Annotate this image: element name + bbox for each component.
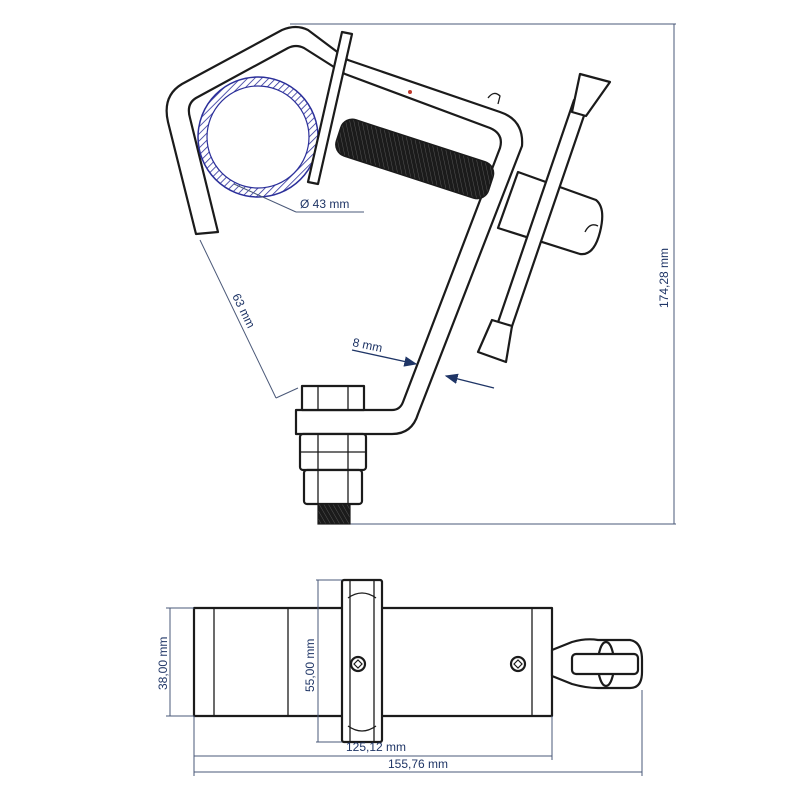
- diameter-label: Ø 43 mm: [300, 197, 349, 211]
- pin-tip-bottom: [476, 318, 514, 364]
- bolt-thread-end: [317, 503, 351, 525]
- total-length-label: 155,76 mm: [388, 757, 448, 771]
- pipe-section: [197, 76, 319, 198]
- body-length-label: 125,12 mm: [346, 740, 406, 754]
- width-label: 38,00 mm: [156, 637, 170, 690]
- wall-arrow-right: [444, 373, 495, 389]
- top-view: 38,00 mm 55,00 mm 125,12 mm 155,76 mm: [156, 578, 644, 776]
- screw-head-left: [349, 655, 367, 673]
- hook-span-line: [199, 239, 277, 399]
- plate-label: 55,00 mm: [303, 639, 317, 692]
- side-view: Ø 43 mm 63 mm 8 mm 174,28 mm: [165, 23, 676, 525]
- wall-label: 8 mm: [351, 335, 383, 355]
- pin-tip-top: [570, 72, 612, 118]
- frame-tab: [487, 92, 501, 105]
- c-frame: [165, 25, 524, 436]
- pressure-plate: [306, 30, 354, 186]
- diameter-leader: [233, 183, 297, 213]
- screw-head-right: [509, 655, 527, 673]
- top-handle: [550, 638, 644, 690]
- height-label: 174,28 mm: [657, 248, 671, 308]
- t-handle: [476, 72, 612, 364]
- wall-arrow-left: [351, 349, 418, 367]
- hex-nut-upper: [300, 384, 366, 412]
- frame-marker: [408, 90, 412, 94]
- hex-nut-lower: [298, 432, 368, 506]
- threaded-bolt: [335, 118, 495, 200]
